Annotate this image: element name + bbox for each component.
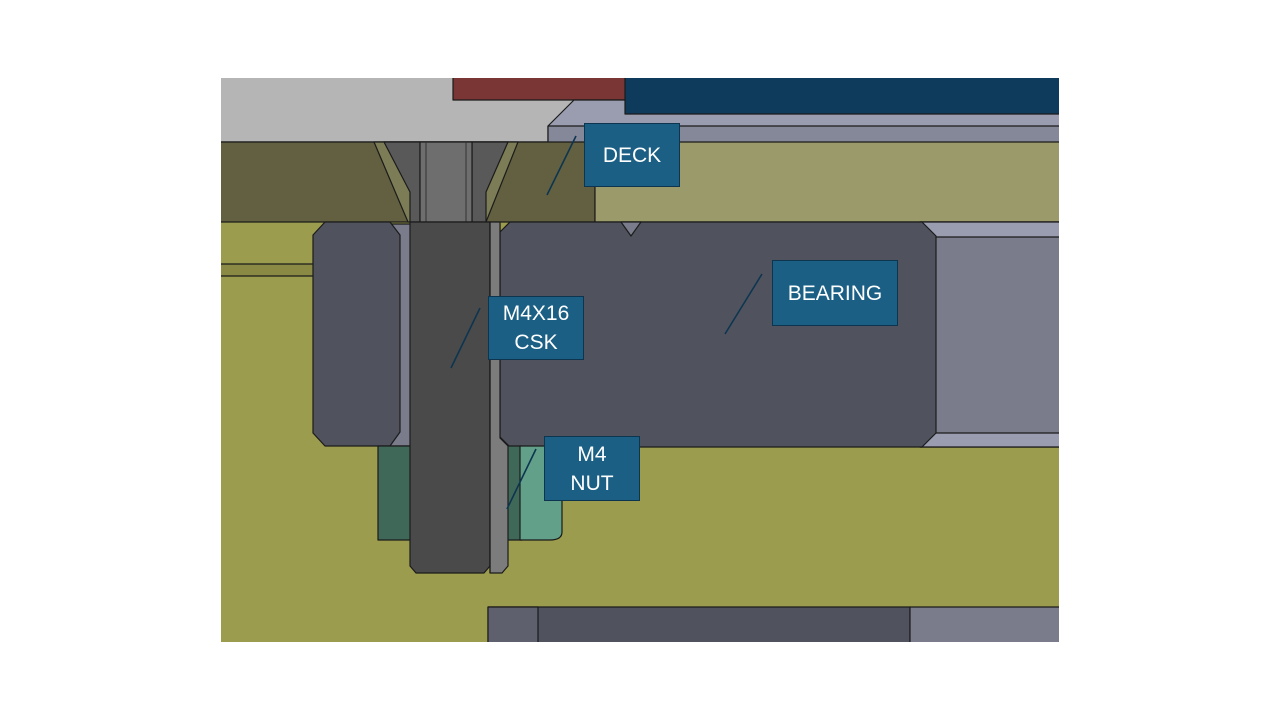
nut-callout: M4 NUT (544, 436, 640, 501)
deck-leader (546, 135, 577, 196)
bearing-outer-right (919, 221, 1059, 448)
bottom-plate-edge (487, 606, 539, 642)
bolt-shank (409, 221, 491, 574)
bearing-leader (724, 273, 763, 335)
nut-leader (506, 448, 537, 510)
bearing-callout-line-1: BEARING (787, 281, 883, 305)
bottom-plate-dark (487, 606, 911, 642)
nut-callout-line-1: M4 (577, 442, 607, 466)
bearing-right-bevel (919, 221, 1059, 238)
bearing-right-bevel-bottom (919, 432, 1059, 448)
bearing-notch (620, 221, 642, 237)
bearing-callout: BEARING (772, 260, 898, 326)
bearing-inner-left (312, 221, 401, 447)
red-part (452, 78, 634, 101)
screw-callout-line-2: CSK (514, 331, 558, 354)
screw-leader (450, 307, 481, 369)
screw-callout-line-1: M4X16 (502, 302, 570, 325)
deck-callout-line-1: DECK (602, 143, 662, 167)
bottom-plate-light (909, 606, 1059, 642)
navy-part (624, 78, 1059, 115)
screw-callout: M4X16 CSK (488, 296, 584, 360)
base-step (221, 263, 316, 277)
nut-callout-line-2: NUT (570, 471, 614, 495)
csk-head-center (419, 141, 473, 223)
deck-callout: DECK (584, 123, 680, 187)
